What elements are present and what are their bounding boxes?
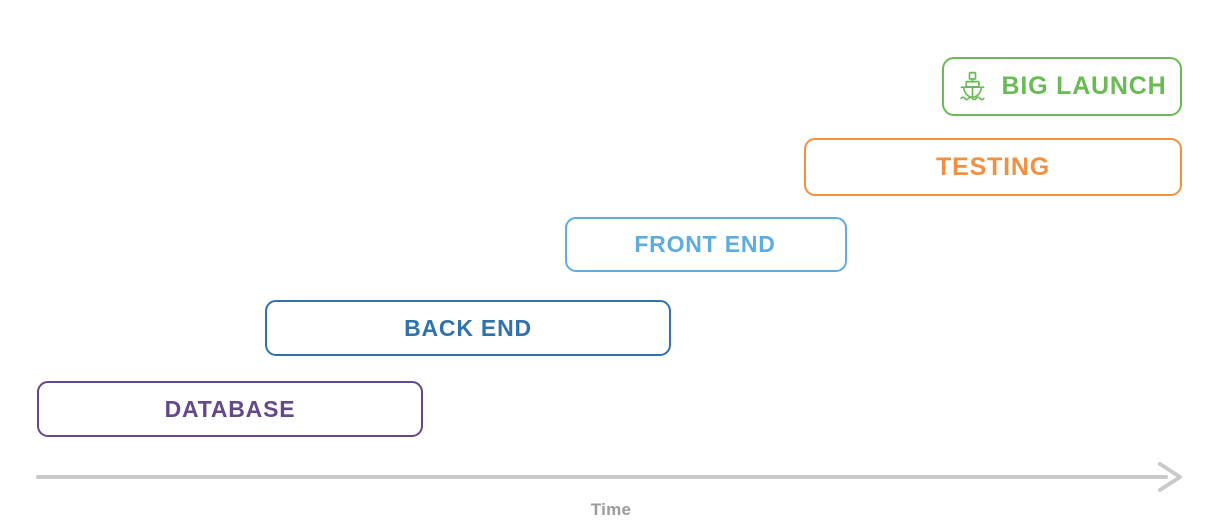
time-axis-label: Time [590,500,632,519]
phase-bar-big-launch[interactable]: BIG LAUNCH [942,57,1182,116]
phase-content-big-launch: BIG LAUNCH [958,71,1167,103]
phase-bar-front-end[interactable]: FRONT END [565,217,847,272]
phase-label-front-end: FRONT END [634,231,776,257]
phase-bar-back-end[interactable]: BACK END [265,300,671,356]
phase-bar-testing[interactable]: TESTING [804,138,1182,196]
phase-bar-database[interactable]: DATABASE [37,381,423,437]
phase-label-database: DATABASE [164,395,296,422]
phase-label-big-launch: BIG LAUNCH [1001,72,1167,100]
phase-label-testing: TESTING [936,152,1050,181]
phase-label-back-end: BACK END [404,314,532,341]
time-axis-arrow [36,462,1182,492]
ship-icon [958,71,988,103]
